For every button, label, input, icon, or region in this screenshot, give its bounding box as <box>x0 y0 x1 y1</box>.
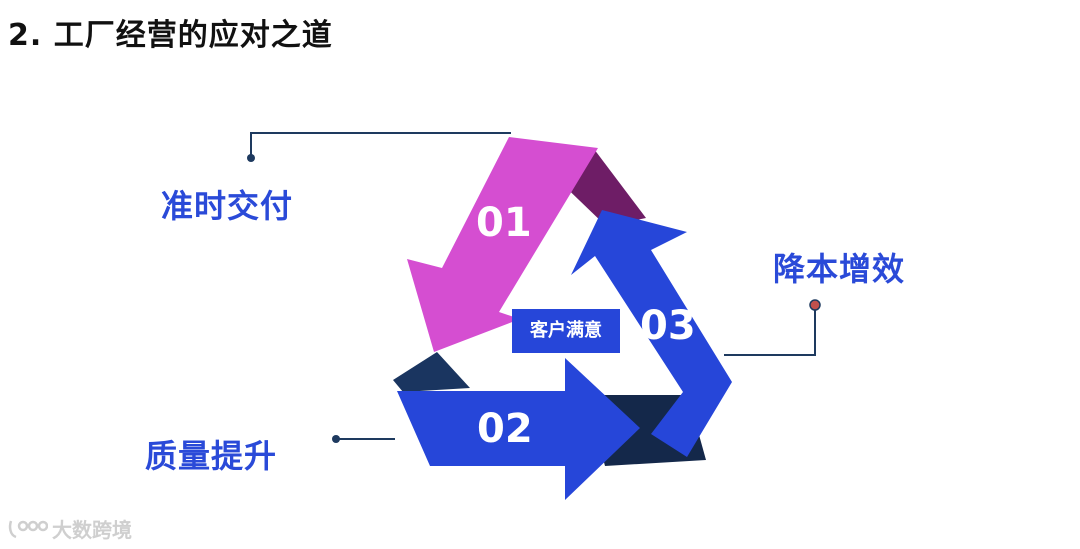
connector-line-03 <box>724 306 816 356</box>
center-label: 客户满意 <box>530 320 602 341</box>
segment-01-arrow <box>407 137 598 352</box>
connector-dot-01 <box>247 154 255 162</box>
segment-03-number: 03 <box>640 303 696 349</box>
watermark: 大数跨境 <box>8 514 132 543</box>
page-title: 2. 工厂经营的应对之道 <box>8 18 333 53</box>
segment-01-number: 01 <box>476 200 532 246</box>
segment-03-arrow <box>571 210 732 457</box>
segment-02-number: 02 <box>477 406 533 452</box>
label-quality-improvement: 质量提升 <box>145 437 278 475</box>
watermark-text: 大数跨境 <box>52 518 132 542</box>
logo-icon <box>8 520 48 538</box>
label-cost-efficiency: 降本增效 <box>773 250 906 288</box>
segment-02-fold <box>393 352 470 392</box>
connector-dot-02 <box>332 435 340 443</box>
segment-02-arrow <box>397 358 640 500</box>
center-label-box: 客户满意 <box>512 309 620 353</box>
connector-line-01 <box>250 132 511 157</box>
connector-dot-03 <box>809 299 821 311</box>
label-on-time-delivery: 准时交付 <box>161 187 294 225</box>
